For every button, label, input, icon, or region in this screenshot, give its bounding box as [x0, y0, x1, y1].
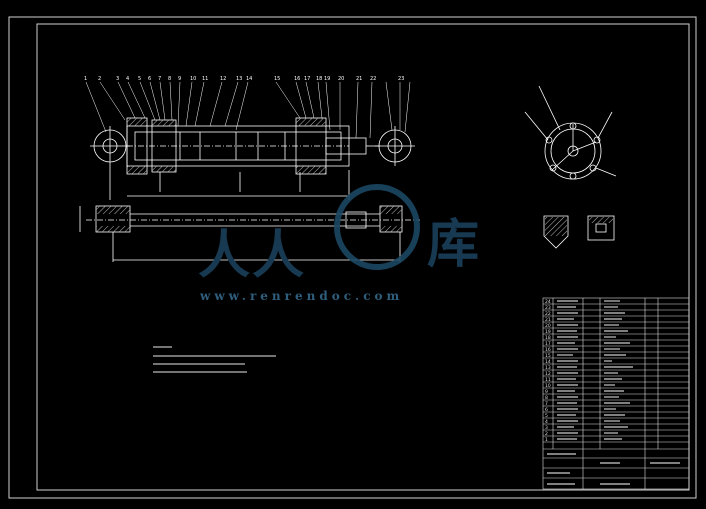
- hatch-rod-left-top: [96, 206, 130, 214]
- balloon-18: 18: [316, 76, 322, 82]
- hatch-guide-bottom: [152, 166, 176, 172]
- balloon-14: 14: [246, 76, 252, 82]
- watermark-name-right: 库: [427, 214, 480, 275]
- balloon-1: 1: [84, 76, 87, 82]
- bom-row-1: 1: [545, 437, 548, 443]
- bom-row-7: 7: [545, 401, 548, 407]
- leader-lines: [85, 81, 411, 139]
- technical-notes: [153, 346, 276, 373]
- bom-row-16: 16: [545, 347, 551, 353]
- balloon-11: 11: [202, 76, 208, 82]
- balloon-16: 16: [294, 76, 300, 82]
- hatch-section-right: [589, 217, 613, 223]
- inner-frame: [36, 23, 690, 491]
- bom-row-2: 2: [545, 431, 548, 437]
- bom-table: [542, 297, 690, 490]
- balloon-17: 17: [304, 76, 310, 82]
- balloon-15: 15: [274, 76, 280, 82]
- outer-frame: [8, 16, 697, 499]
- hatch-left-cap-bottom: [127, 166, 147, 174]
- balloon-20: 20: [338, 76, 344, 82]
- flange-view: [524, 85, 617, 180]
- balloon-3: 3: [116, 76, 119, 82]
- bom-row-numbers: 24 23 22 21 20 19 18 17 16 15 14 13 12 1…: [545, 299, 551, 443]
- bom-row-12: 12: [545, 371, 551, 377]
- bom-row-15: 15: [545, 353, 551, 359]
- balloon-labels: 1 2 3 4 5 6 7 8 9 10 11 12 13 14 15 16 1…: [84, 76, 404, 82]
- bom-row-9: 9: [545, 389, 548, 395]
- hatch-section-left: [545, 217, 567, 236]
- balloon-19: 19: [324, 76, 330, 82]
- hatch-guide: [152, 120, 176, 126]
- bom-row-5: 5: [545, 413, 548, 419]
- bom-row-10: 10: [545, 383, 551, 389]
- bom-row-4: 4: [545, 419, 548, 425]
- bom-row-13: 13: [545, 365, 551, 371]
- bom-row-11: 11: [545, 377, 551, 383]
- balloon-6: 6: [148, 76, 151, 82]
- bom-row-8: 8: [545, 395, 548, 401]
- balloon-10: 10: [190, 76, 196, 82]
- bom-text-scribbles: [547, 300, 680, 485]
- hatch-rod-right-bottom: [380, 226, 402, 232]
- balloon-23: 23: [398, 76, 404, 82]
- bom-row-20: 20: [545, 323, 551, 329]
- section-detail-left: [543, 215, 569, 249]
- bom-row-6: 6: [545, 407, 548, 413]
- balloon-13: 13: [236, 76, 242, 82]
- balloon-8: 8: [168, 76, 171, 82]
- bom-row-18: 18: [545, 335, 551, 341]
- section-detail-right: [587, 215, 615, 241]
- balloon-9: 9: [178, 76, 181, 82]
- bom-row-19: 19: [545, 329, 551, 335]
- bom-row-22: 22: [545, 311, 551, 317]
- balloon-5: 5: [138, 76, 141, 82]
- balloon-21: 21: [356, 76, 362, 82]
- hatch-rod-right-top: [380, 206, 402, 214]
- hatch-rod-left-bottom: [96, 226, 130, 232]
- hatch-right-cap: [296, 118, 326, 126]
- watermark-emblem: [334, 184, 420, 270]
- balloon-7: 7: [158, 76, 161, 82]
- bom-row-14: 14: [545, 359, 551, 365]
- bom-row-24: 24: [545, 299, 551, 305]
- balloon-2: 2: [98, 76, 101, 82]
- balloon-22: 22: [370, 76, 376, 82]
- hatch-right-cap-bottom: [296, 166, 326, 174]
- bom-row-21: 21: [545, 317, 551, 323]
- watermark-name-left: 人人: [198, 225, 307, 286]
- bom-row-23: 23: [545, 305, 551, 311]
- balloon-4: 4: [126, 76, 129, 82]
- hatch-left-cap: [127, 118, 147, 126]
- cylinder-assembly-view: [90, 117, 415, 200]
- bom-row-17: 17: [545, 341, 551, 347]
- bom-row-3: 3: [545, 425, 548, 431]
- watermark-url: www.renrendoc.com: [200, 289, 404, 303]
- balloon-12: 12: [220, 76, 226, 82]
